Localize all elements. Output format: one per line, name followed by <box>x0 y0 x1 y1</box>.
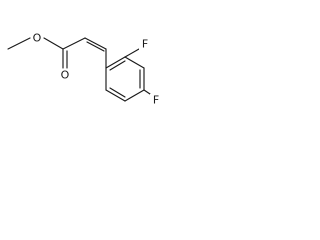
carbonyl-oxygen-atom: O <box>59 69 71 82</box>
bond-ring-5-6 <box>105 89 126 102</box>
bond-vinyl-double-b <box>86 41 105 52</box>
fluorine-para-atom: F <box>150 94 162 107</box>
bond-vinyl-double-a <box>84 37 107 50</box>
bond-ring-2-3 <box>124 56 145 69</box>
bond-ring-1-2 <box>105 56 126 69</box>
ether-oxygen-label: O <box>33 32 42 45</box>
bond-ring-fluorine-para <box>143 89 151 95</box>
bond-methyl-oxygen <box>7 37 31 50</box>
ether-oxygen-atom: O <box>31 32 43 45</box>
bond-oxygen-carbonyl <box>43 37 64 50</box>
fluorine-ortho-atom: F <box>139 38 151 51</box>
bond-ring-4-5 <box>124 89 145 102</box>
bond-lines <box>7 37 151 102</box>
fluorine-para-label: F <box>153 94 159 107</box>
bond-ring-inner-c <box>109 87 126 98</box>
bond-ring-fluorine-ortho <box>124 48 140 58</box>
atom-labels: O O F F <box>31 32 162 107</box>
bond-ring-inner-a <box>109 60 126 71</box>
carbonyl-oxygen-label: O <box>61 69 70 82</box>
fluorine-ortho-label: F <box>142 38 148 51</box>
chemical-structure-drawing: O O F F <box>7 32 162 107</box>
bond-carbonyl-alpha <box>62 37 86 50</box>
